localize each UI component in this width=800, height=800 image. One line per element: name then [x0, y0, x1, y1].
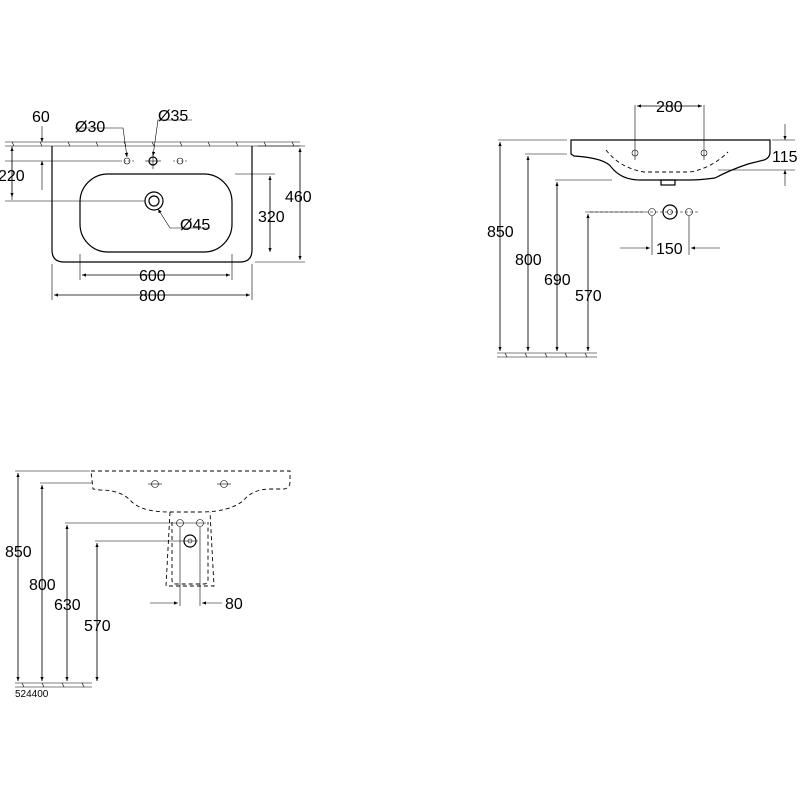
- dim-850-front: 850: [5, 544, 32, 561]
- dim-dia45: Ø45: [180, 217, 210, 234]
- dim-690-side: 690: [544, 272, 571, 289]
- basin-side-outline: [570, 139, 771, 181]
- basin-outline: [51, 146, 253, 263]
- front-view: 850 800 630 570 80: [5, 470, 291, 688]
- top-view: 60 Ø30 Ø35 220 460 320 Ø45 600 800: [0, 108, 312, 305]
- product-code: 524400: [15, 689, 49, 700]
- dim-220: 220: [0, 168, 25, 185]
- drain-icon: [144, 191, 164, 211]
- dim-570-side: 570: [575, 288, 602, 305]
- dim-80-front: 80: [225, 596, 243, 613]
- basin-front-outline: [90, 470, 291, 513]
- dim-800: 800: [139, 288, 166, 305]
- inner-bowl: [79, 173, 233, 253]
- dim-800-front: 800: [29, 577, 56, 594]
- dim-150-side: 150: [656, 241, 683, 258]
- dim-600: 600: [139, 268, 166, 285]
- tap-hole-front-right-icon: [217, 480, 231, 488]
- dim-320: 320: [258, 209, 285, 226]
- dim-570-front: 570: [84, 618, 111, 635]
- pedestal-outline: [165, 511, 215, 587]
- dim-630-front: 630: [54, 597, 81, 614]
- dim-800-side: 800: [515, 252, 542, 269]
- dim-60: 60: [32, 109, 50, 126]
- side-view: 280 115 850 800 690 570 150: [487, 99, 798, 358]
- tap-hole-side-right-icon: [700, 105, 708, 160]
- tap-hole-right-icon: [173, 157, 187, 165]
- tap-hole-front-left-icon: [148, 480, 162, 488]
- dim-850-side: 850: [487, 224, 514, 241]
- dim-460: 460: [285, 189, 312, 206]
- dim-280-side: 280: [656, 99, 683, 116]
- trap-holes-icon: [590, 204, 700, 255]
- dim-dia35: Ø35: [158, 108, 188, 125]
- dim-dia30: Ø30: [75, 119, 105, 136]
- dim-115-side: 115: [772, 149, 798, 166]
- tap-hole-side-left-icon: [631, 105, 639, 160]
- trap-holes-front-icon: [65, 519, 206, 606]
- tap-hole-left-icon: [120, 157, 134, 165]
